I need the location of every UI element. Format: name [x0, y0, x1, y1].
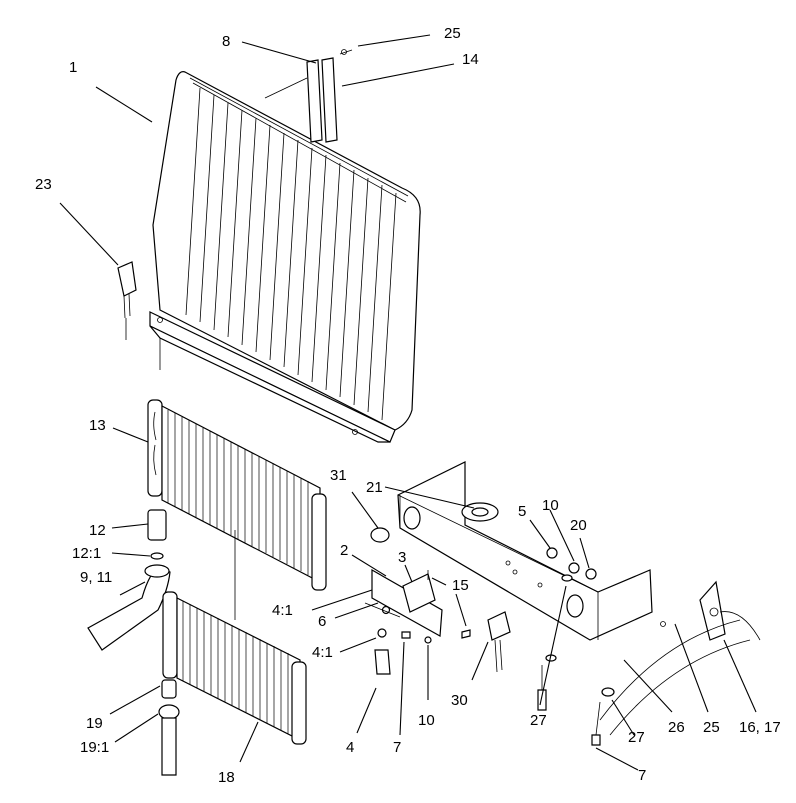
callout-2: 2 [340, 542, 348, 559]
callout-labels: 1 8 25 14 23 13 12 12:1 9, 11 31 21 10 5… [35, 25, 781, 786]
callout-23: 23 [35, 176, 52, 193]
callout-21: 21 [366, 479, 383, 496]
radiator-shroud-panel [149, 71, 421, 443]
callout-14: 14 [462, 51, 479, 68]
upright-brackets [264, 49, 353, 143]
relay-mount-plate [364, 568, 471, 675]
callout-9-11: 9, 11 [80, 569, 112, 586]
callout-20: 20 [570, 517, 587, 534]
callout-12-1: 12:1 [72, 545, 101, 562]
callout-7-right: 7 [638, 767, 646, 784]
callout-1: 1 [69, 59, 77, 76]
leader-lines [59, 34, 757, 771]
callout-10-low: 10 [418, 712, 435, 729]
callout-5: 5 [518, 503, 526, 520]
callout-10-top: 10 [542, 497, 559, 514]
callout-4-1-lower: 4:1 [312, 644, 333, 661]
callout-13: 13 [89, 417, 106, 434]
callout-27-low: 27 [628, 729, 645, 746]
callout-16-17: 16, 17 [739, 719, 781, 736]
callout-25-top: 25 [444, 25, 461, 42]
callout-18: 18 [218, 769, 235, 786]
upper-heater-core [147, 399, 327, 591]
callout-12: 12 [89, 522, 106, 539]
callout-4: 4 [346, 739, 354, 756]
main-support-bracket [370, 461, 653, 641]
hose-fittings-upper [87, 509, 171, 651]
callout-19-1: 19:1 [80, 739, 109, 756]
callout-30: 30 [451, 692, 468, 709]
callout-26: 26 [668, 719, 685, 736]
key-icon [117, 261, 137, 340]
callout-7-left: 7 [393, 739, 401, 756]
relay-30 [487, 611, 511, 673]
callout-6: 6 [318, 613, 326, 630]
callout-15: 15 [452, 577, 469, 594]
nuts-and-washers [537, 547, 615, 746]
lower-heater-core [162, 530, 307, 745]
callout-19: 19 [86, 715, 103, 732]
callout-27-mid: 27 [530, 712, 547, 729]
callout-25-right: 25 [703, 719, 720, 736]
side-arm-and-hose [599, 580, 761, 736]
callout-31: 31 [330, 467, 347, 484]
hose-fittings-lower [158, 679, 180, 776]
callout-4-1-upper: 4:1 [272, 602, 293, 619]
callout-8: 8 [222, 33, 230, 50]
callout-3: 3 [398, 549, 406, 566]
